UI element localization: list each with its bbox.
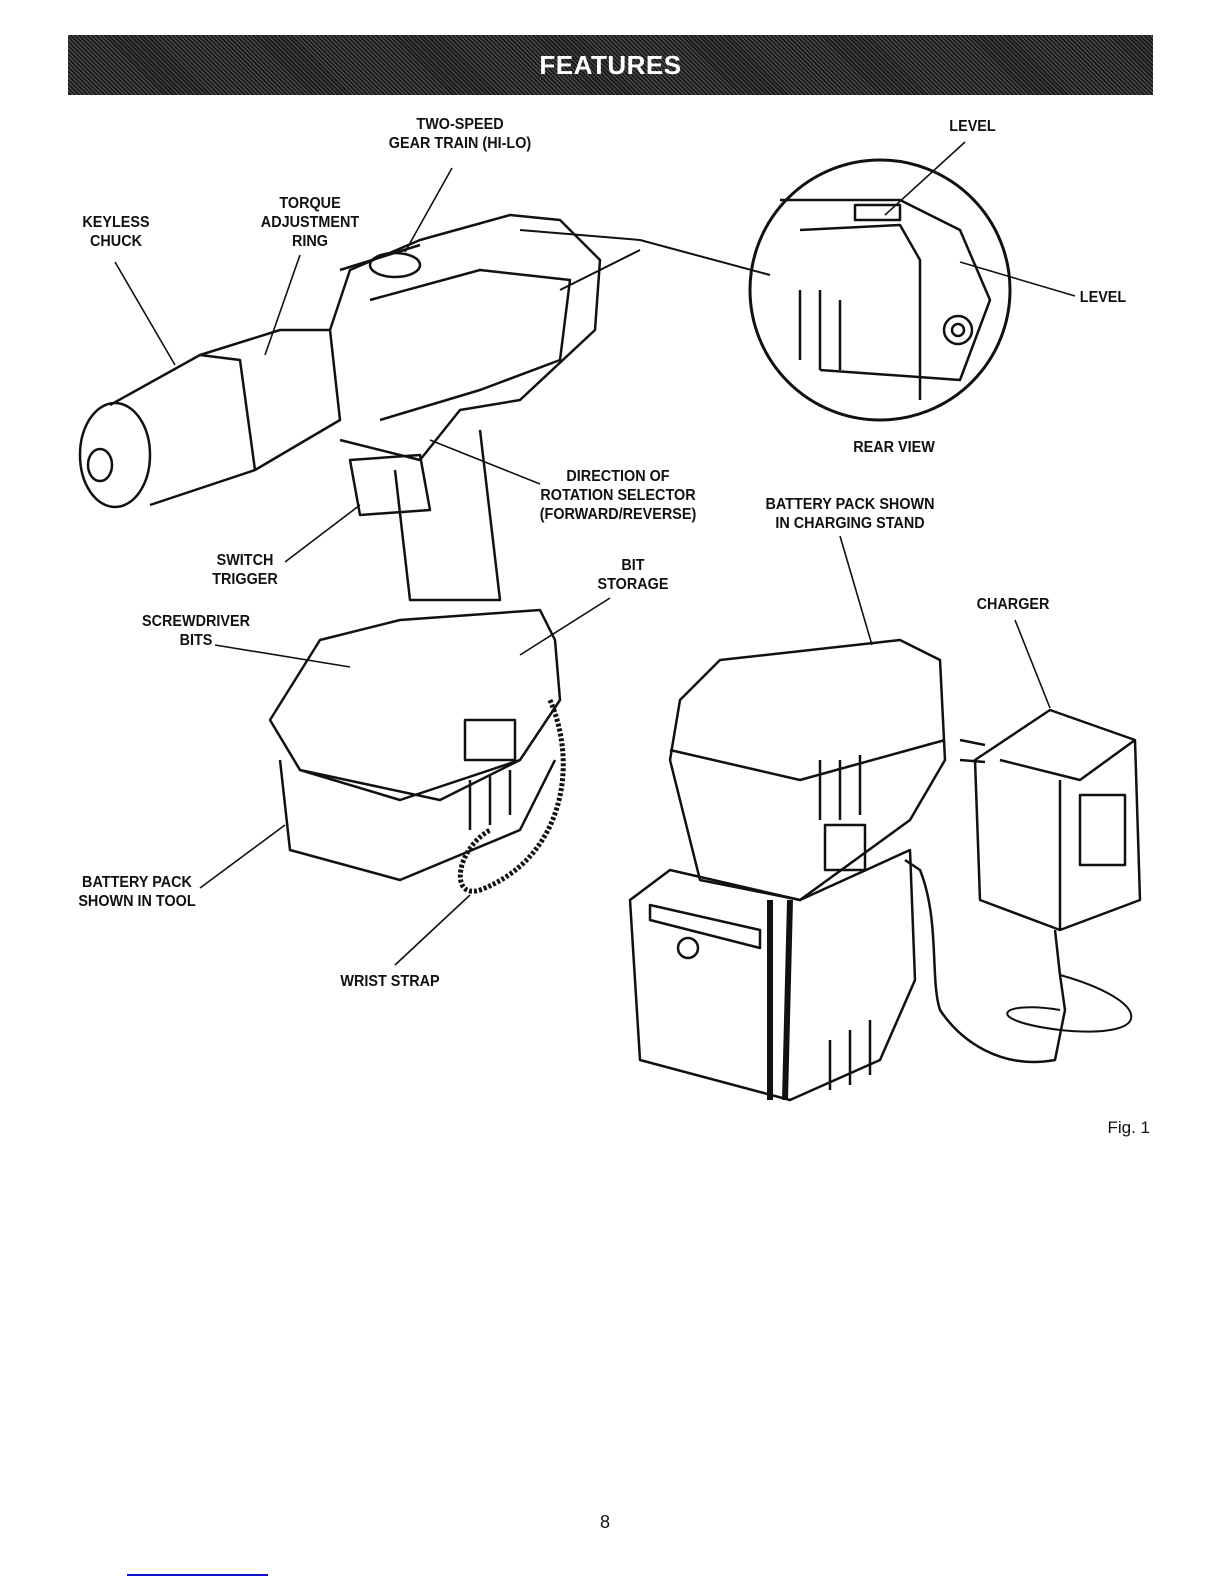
label-line: CHARGER xyxy=(968,595,1058,614)
label-rear-view: REAR VIEW xyxy=(840,438,948,457)
label-battery-charging-stand: BATTERY PACK SHOWN IN CHARGING STAND xyxy=(756,495,945,533)
figure-caption: Fig. 1 xyxy=(1107,1118,1150,1138)
label-line: BATTERY PACK xyxy=(70,873,205,892)
label-level-top: LEVEL xyxy=(934,117,1011,136)
label-line: STORAGE xyxy=(588,575,678,594)
label-line: WRIST STRAP xyxy=(327,972,453,991)
label-line: TORQUE xyxy=(247,194,373,213)
label-line: REAR VIEW xyxy=(840,438,948,457)
label-line: SCREWDRIVER xyxy=(133,612,259,631)
label-line: BATTERY PACK SHOWN xyxy=(756,495,945,514)
label-line: GEAR TRAIN (HI-LO) xyxy=(379,134,541,153)
label-line: (FORWARD/REVERSE) xyxy=(537,505,699,524)
label-two-speed-gear-train: TWO-SPEED GEAR TRAIN (HI-LO) xyxy=(379,115,541,153)
label-torque-ring: TORQUE ADJUSTMENT RING xyxy=(247,194,373,251)
label-line: LEVEL xyxy=(1073,288,1132,307)
label-bit-storage: BIT STORAGE xyxy=(588,556,678,594)
label-line: DIRECTION OF xyxy=(537,467,699,486)
label-line: SHOWN IN TOOL xyxy=(70,892,205,911)
label-line: TRIGGER xyxy=(205,570,286,589)
charging-stand-illustration xyxy=(630,640,1140,1100)
label-line: ADJUSTMENT xyxy=(247,213,373,232)
label-line: CHUCK xyxy=(71,232,161,251)
label-charger: CHARGER xyxy=(968,595,1058,614)
page-number: 8 xyxy=(600,1512,610,1533)
label-line: BIT xyxy=(588,556,678,575)
label-line: IN CHARGING STAND xyxy=(756,514,945,533)
label-line: RING xyxy=(247,232,373,251)
label-level-right: LEVEL xyxy=(1073,288,1132,307)
label-battery-in-tool: BATTERY PACK SHOWN IN TOOL xyxy=(70,873,205,911)
label-direction-selector: DIRECTION OF ROTATION SELECTOR (FORWARD/… xyxy=(537,467,699,524)
label-line: TWO-SPEED xyxy=(379,115,541,134)
label-keyless-chuck: KEYLESS CHUCK xyxy=(71,213,161,251)
label-line: KEYLESS xyxy=(71,213,161,232)
label-line: SWITCH xyxy=(205,551,286,570)
link-underline xyxy=(127,1574,268,1576)
label-line: LEVEL xyxy=(934,117,1011,136)
label-screwdriver-bits: SCREWDRIVER BITS xyxy=(133,612,259,650)
label-line: ROTATION SELECTOR xyxy=(537,486,699,505)
drill-body xyxy=(80,215,600,891)
label-line: BITS xyxy=(133,631,259,650)
label-switch-trigger: SWITCH TRIGGER xyxy=(205,551,286,589)
label-wrist-strap: WRIST STRAP xyxy=(327,972,453,991)
rear-view-inset xyxy=(750,160,1010,420)
